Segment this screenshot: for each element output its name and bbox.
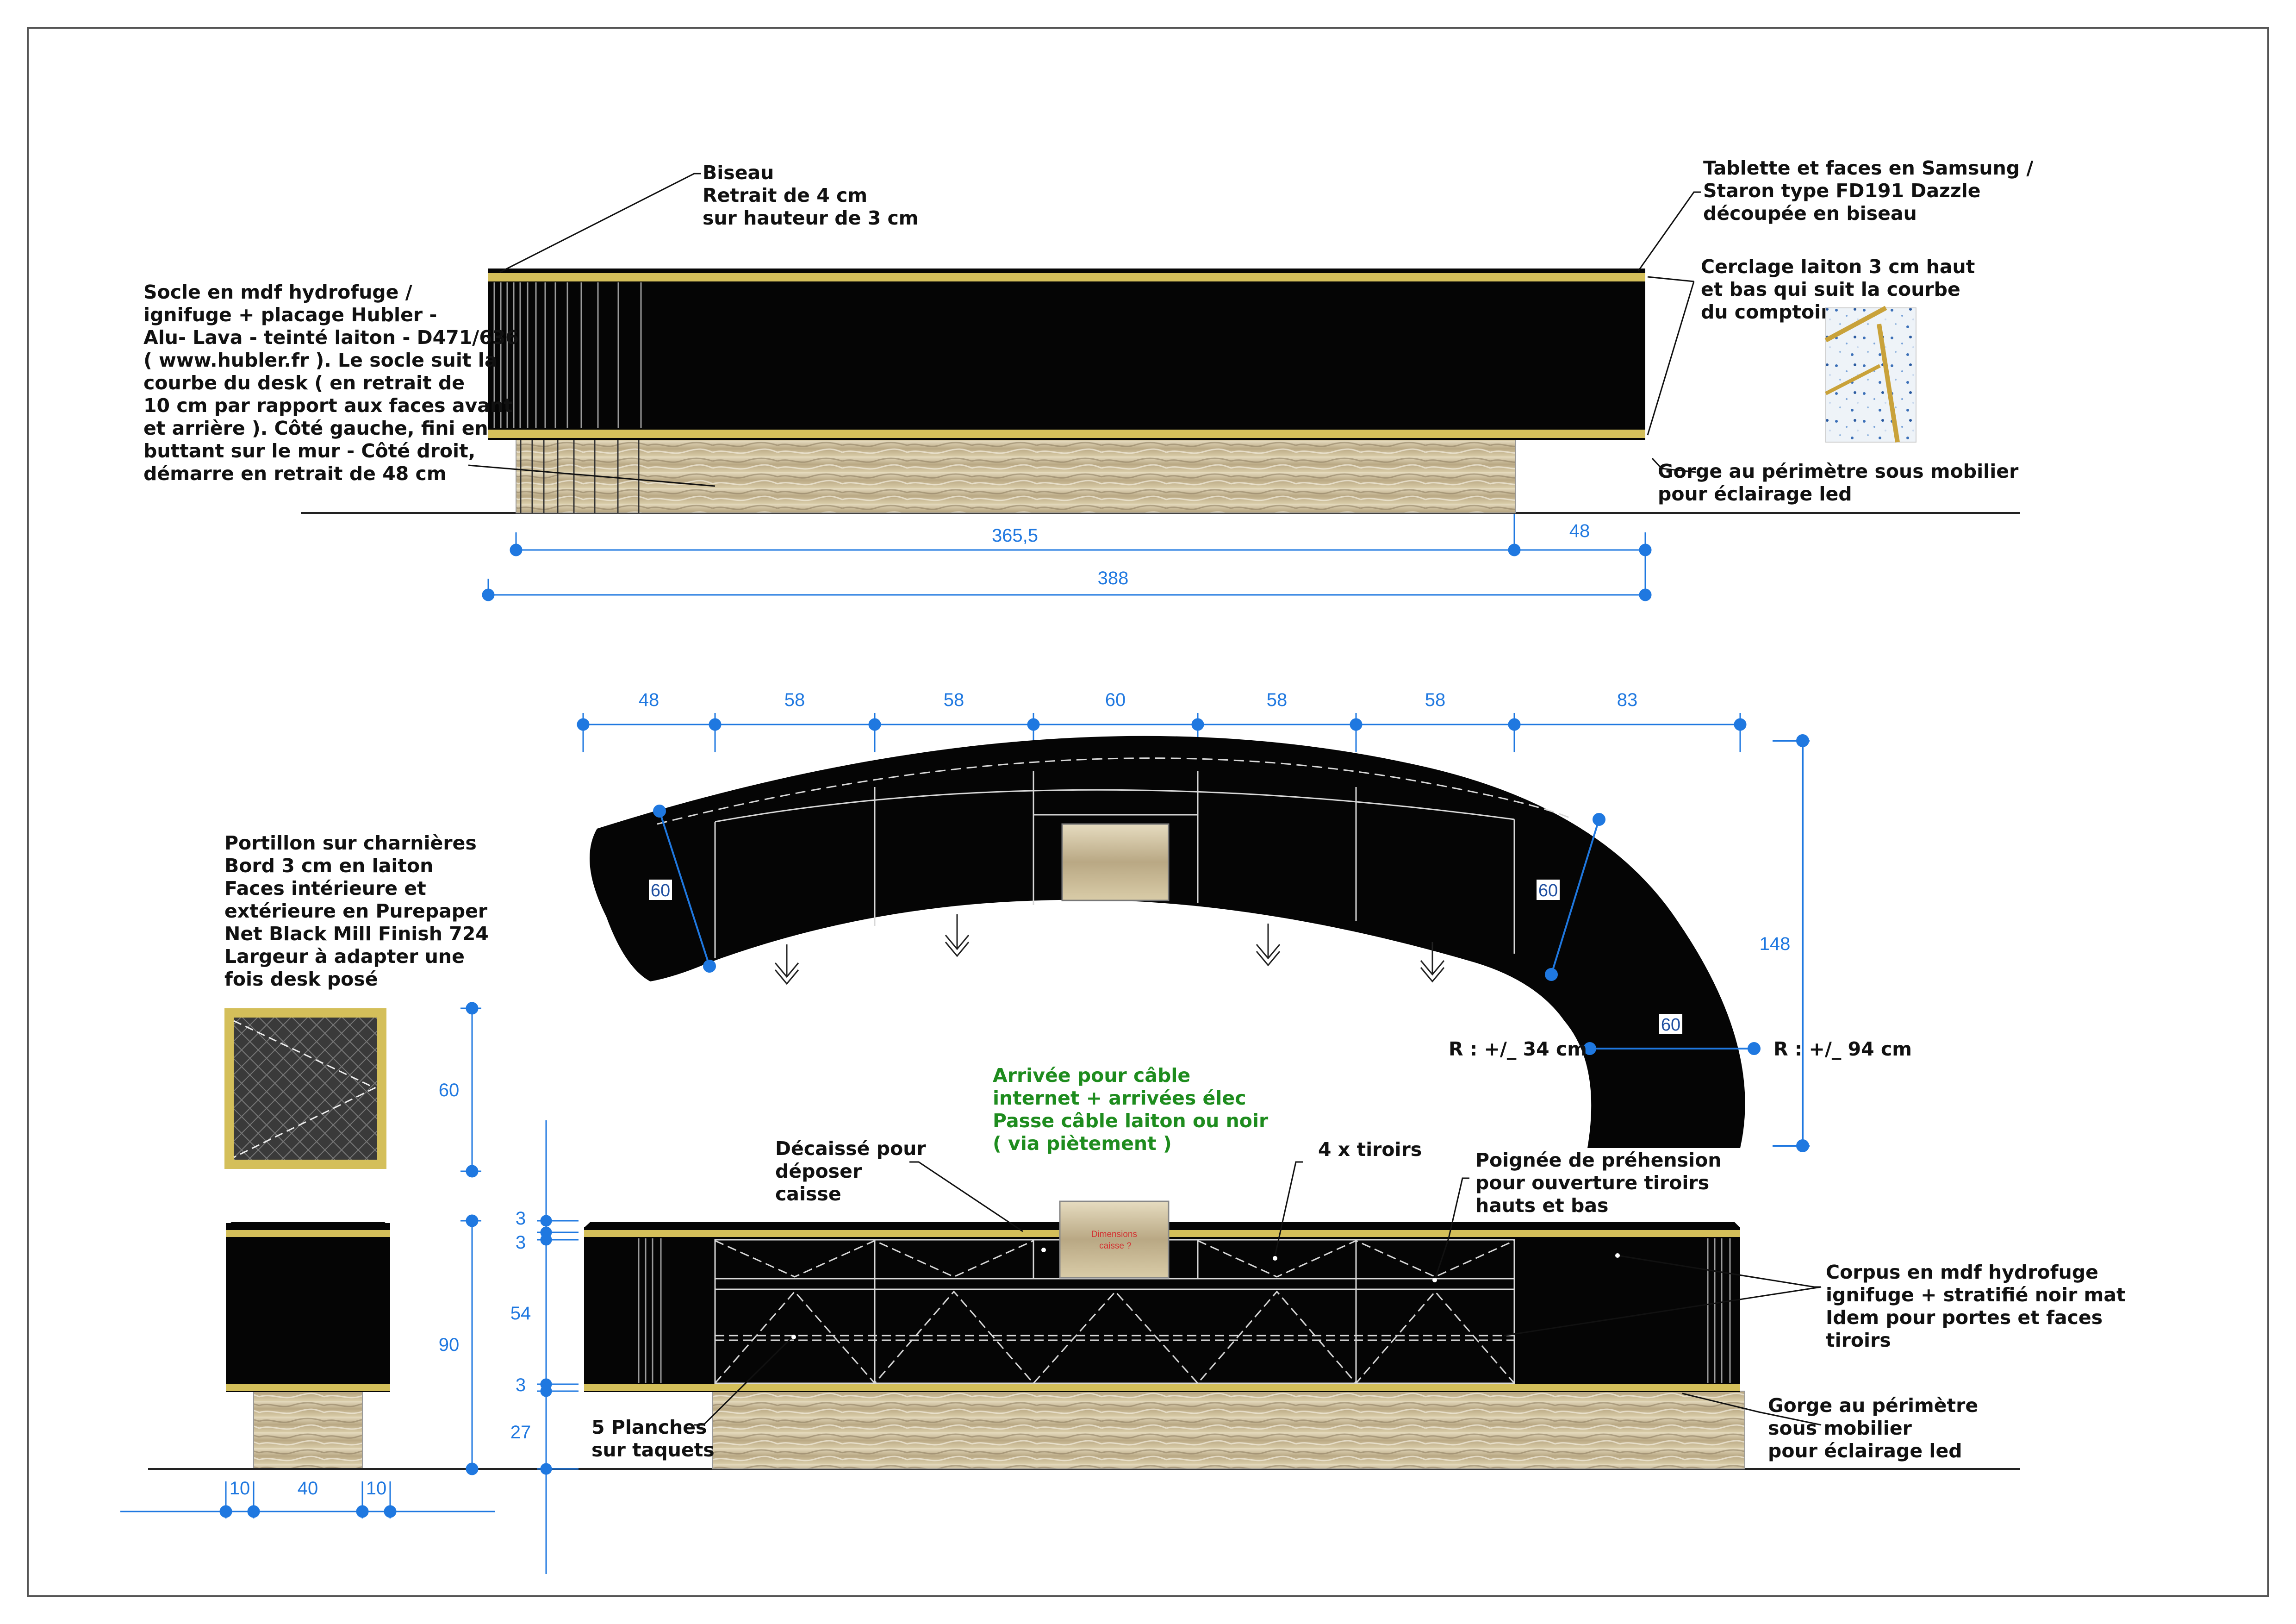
side-section: 10 40 10 90 (120, 1214, 2020, 1518)
elevation-leaders (468, 173, 1701, 487)
note-tiroirs: 4 x tiroirs (1318, 1138, 1422, 1161)
front-dim-3c: 3 (516, 1375, 526, 1395)
dim-base-length: 365,5 (992, 525, 1038, 546)
section-brass-bottom (226, 1384, 390, 1391)
front-elevation: 3 3 54 3 27 (510, 1064, 2132, 1574)
plan-view: 48 58 58 60 58 58 83 (577, 690, 1912, 1152)
front-leader-dots (791, 1248, 1620, 1339)
note-poignee: Poignée de préhension pour ouverture tir… (1475, 1149, 1728, 1217)
section-bottom-dims (120, 1481, 495, 1518)
portillon-height: 60 (439, 1080, 460, 1100)
front-cabinet-grid (714, 1239, 1515, 1384)
plan-dim-5: 58 (1267, 690, 1288, 710)
section-top-bevel (226, 1222, 390, 1227)
dim-total-length: 388 (1098, 568, 1129, 588)
caisse-label: Dimensions caisse ? (1091, 1230, 1140, 1251)
section-height: 90 (439, 1335, 460, 1355)
socle-vertical-lines (520, 437, 640, 513)
plan-dim-3: 58 (944, 690, 964, 710)
section-dim-left: 10 (230, 1478, 250, 1499)
plan-dim-4: 60 (1105, 690, 1126, 710)
plan-depth-dims (653, 734, 1810, 1152)
depth-label-bg-right (1537, 880, 1560, 900)
note-socle: Socle en mdf hydrofuge / ignifuge + plac… (143, 281, 525, 485)
counter-body (488, 269, 1645, 440)
note-cable: Arrivée pour câble internet + arrivées é… (993, 1064, 1275, 1155)
material-sample-image (1824, 306, 1916, 443)
radius-inner: R : +/_ 34 cm (1449, 1038, 1587, 1060)
plan-depth-left: 60 (651, 881, 670, 900)
plan-depth-curve: 60 (1661, 1015, 1680, 1035)
section-dim-mid: 40 (298, 1478, 318, 1499)
front-hinge-diagonals (714, 1240, 1515, 1385)
portillon-panel (234, 1018, 377, 1160)
section-height-dim (460, 1214, 481, 1475)
cash-drawer-plan (1061, 823, 1170, 901)
depth-label-bg-left (649, 880, 672, 900)
front-dim-3a: 3 (516, 1208, 526, 1229)
socle-base (516, 437, 1516, 513)
depth-label-bg-curve (1659, 1014, 1682, 1034)
desk-plan-shape (590, 736, 1745, 1148)
front-leaders (694, 1161, 1822, 1426)
opening-arrows (774, 914, 1445, 985)
back-elevation: Biseau Retrait de 4 cm sur hauteur de 3 … (143, 157, 2040, 601)
elevation-dimensions (482, 514, 1652, 601)
note-tablette: Tablette et faces en Samsung / Staron ty… (1703, 157, 2040, 225)
plan-overall-depth: 148 (1760, 934, 1791, 954)
front-dim-3b: 3 (516, 1232, 526, 1253)
note-corpus: Corpus en mdf hydrofuge ignifuge + strat… (1826, 1261, 2132, 1351)
plan-dim-7: 83 (1617, 690, 1638, 710)
sheet-border (27, 27, 2269, 1597)
note-cerclage: Cerclage laiton 3 cm haut et bas qui sui… (1701, 256, 1982, 323)
brass-band-top (488, 273, 1645, 281)
caisse-box (1059, 1200, 1170, 1279)
desk-outline-dashed (657, 757, 1574, 825)
plan-dim-6: 58 (1425, 690, 1446, 710)
curve-shading-lines (493, 282, 642, 428)
section-plinth (253, 1391, 363, 1469)
plan-top-dimension-chain (577, 713, 1747, 752)
front-dim-27: 27 (510, 1422, 531, 1443)
plan-depth-right: 60 (1538, 881, 1558, 900)
plan-dim-2: 58 (784, 690, 805, 710)
plan-cabinet-divisions (714, 771, 1515, 958)
portillon-detail: Portillon sur charnières Bord 3 cm en la… (224, 832, 495, 1178)
front-vertical-dims (537, 1120, 579, 1574)
note-gorge-front: Gorge au périmètre sous mobilier pour éc… (1768, 1394, 1985, 1462)
radius-outer: R : +/_ 94 cm (1773, 1038, 1912, 1060)
note-decaisse: Décaissé pour déposer caisse (775, 1137, 933, 1205)
section-corpus (226, 1223, 390, 1392)
front-brass-bottom (584, 1384, 1740, 1391)
portillon-height-dim (460, 1002, 481, 1178)
front-edge-lines (638, 1238, 1731, 1383)
section-brass-top (226, 1230, 390, 1237)
dim-setback: 48 (1569, 521, 1590, 541)
note-gorge-top: Gorge au périmètre sous mobilier pour éc… (1658, 460, 2025, 505)
brass-band-bottom (488, 430, 1645, 438)
front-dim-54: 54 (510, 1303, 531, 1324)
section-dim-right: 10 (366, 1478, 387, 1499)
note-planches: 5 Planches sur taquets (591, 1416, 715, 1461)
plan-dim-1: 48 (639, 690, 660, 710)
portillon-hinge-lines (233, 1020, 377, 1158)
note-biseau: Biseau Retrait de 4 cm sur hauteur de 3 … (703, 162, 918, 229)
front-socle (712, 1391, 1745, 1469)
note-portillon: Portillon sur charnières Bord 3 cm en la… (224, 832, 495, 990)
